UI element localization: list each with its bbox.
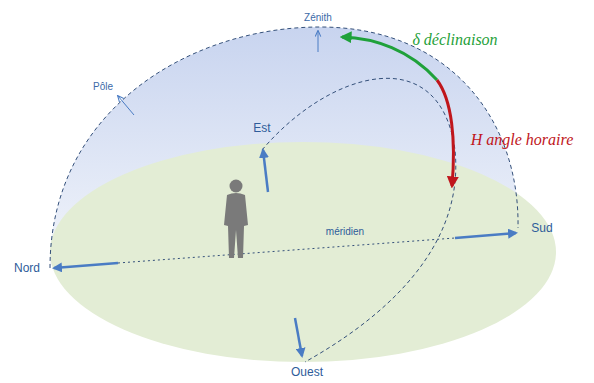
south-label: Sud: [531, 222, 552, 235]
meridian-line: [118, 238, 455, 263]
equator-circle: [262, 78, 456, 362]
pole-arrow: [118, 96, 134, 115]
east-arrow: [263, 150, 268, 192]
west-arrow: [295, 318, 302, 356]
hour-angle-label: H angle horaire: [471, 131, 574, 149]
south-arrow: [455, 233, 516, 238]
east-label: Est: [253, 122, 270, 135]
ground-plane: [50, 142, 556, 362]
north-label: Nord: [14, 262, 40, 275]
dome-outline: [50, 27, 518, 268]
north-arrow: [54, 263, 118, 268]
meridian-label: méridien: [326, 226, 364, 237]
hour-angle-arc: [437, 80, 453, 186]
west-label: Ouest: [291, 366, 323, 379]
zenith-label: Zénith: [304, 12, 332, 23]
zenith-arrow: [318, 31, 319, 52]
observer-figure: [224, 180, 248, 259]
pole-label: Pôle: [93, 81, 113, 92]
declination-label: δ déclinaison: [412, 31, 497, 49]
